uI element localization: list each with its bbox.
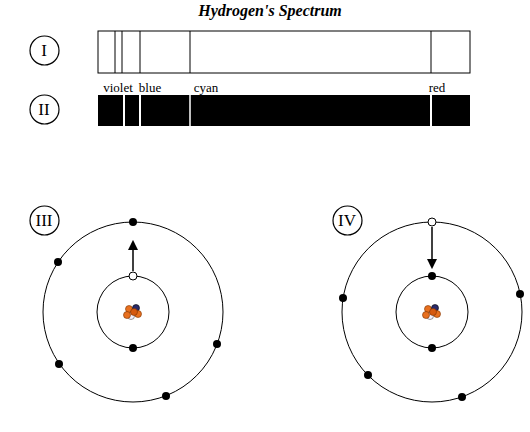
atom-emitting	[339, 218, 524, 402]
atom-absorbing	[43, 218, 223, 402]
roman-numeral-circle: I	[29, 35, 60, 66]
numeral-text: IV	[338, 212, 356, 229]
emission-spectrum	[98, 31, 470, 73]
color-label: red	[429, 80, 446, 96]
numeral-text: III	[36, 212, 53, 229]
nucleus	[124, 305, 142, 320]
nucleus	[423, 305, 441, 320]
color-label: violet	[103, 80, 133, 96]
numeral-text: II	[38, 101, 49, 118]
absorption-spectrum	[98, 95, 470, 126]
numeral-text: I	[41, 42, 47, 59]
roman-numeral-circle: II	[29, 94, 60, 125]
roman-numeral-circle: III	[29, 205, 60, 236]
roman-numeral-circle: IV	[332, 205, 363, 236]
color-label: cyan	[194, 80, 219, 96]
color-label: blue	[139, 80, 161, 96]
diagram-title: Hydrogen's Spectrum	[198, 2, 342, 20]
